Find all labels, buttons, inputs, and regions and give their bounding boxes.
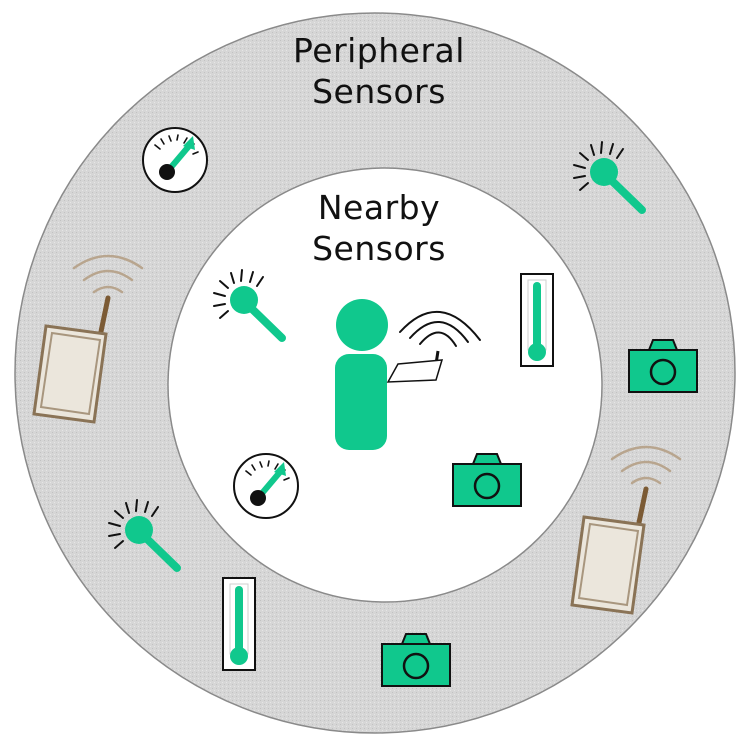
thermometer-icon bbox=[222, 577, 256, 671]
peripheral-sensors-label: Peripheral Sensors bbox=[293, 31, 465, 111]
gauge-icon bbox=[143, 128, 207, 192]
nearby-sensors-label: Nearby Sensors bbox=[312, 188, 446, 268]
gauge-icon bbox=[234, 454, 298, 518]
thermometer-icon bbox=[520, 273, 554, 367]
person-icon bbox=[335, 299, 481, 450]
